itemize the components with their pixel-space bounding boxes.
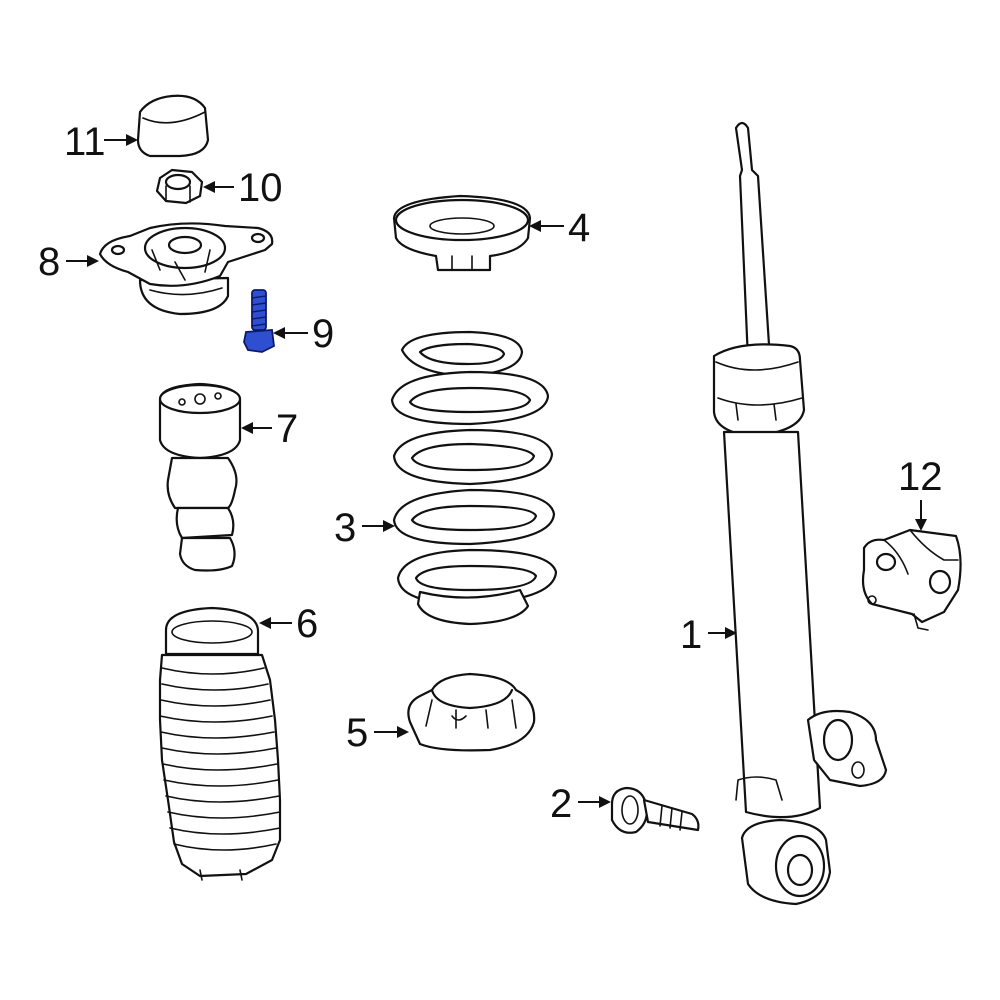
part-12-bracket[interactable] [861,528,962,631]
part-11-cap[interactable] [136,94,210,158]
part-1-shock-absorber[interactable] [712,121,888,906]
callout-4: 4 [568,206,590,250]
part-2-bolt[interactable] [610,786,700,834]
part-8-upper-mount[interactable] [98,222,274,316]
callout-9: 9 [312,312,334,356]
part-7-bump-stop[interactable] [158,382,242,572]
callout-11: 11 [64,120,106,164]
callout-leaders [66,134,927,808]
callout-6: 6 [296,602,318,646]
part-9-bolt-highlighted[interactable] [243,289,275,353]
callout-1: 1 [680,613,702,657]
callout-3: 3 [334,506,356,550]
callout-12: 12 [898,455,943,499]
callout-10: 10 [238,166,283,210]
callout-2: 2 [550,782,572,826]
part-5-lower-spring-seat[interactable] [407,672,536,752]
callout-5: 5 [346,711,368,755]
part-3-coil-spring[interactable] [390,330,558,626]
part-10-nut[interactable] [155,168,204,205]
callout-8: 8 [38,240,60,284]
callout-labels: 11 10 8 9 4 7 3 6 5 2 1 12 [38,120,943,826]
part-6-dust-boot[interactable] [158,606,282,881]
callout-7: 7 [276,407,298,451]
part-4-upper-spring-seat[interactable] [392,194,532,272]
